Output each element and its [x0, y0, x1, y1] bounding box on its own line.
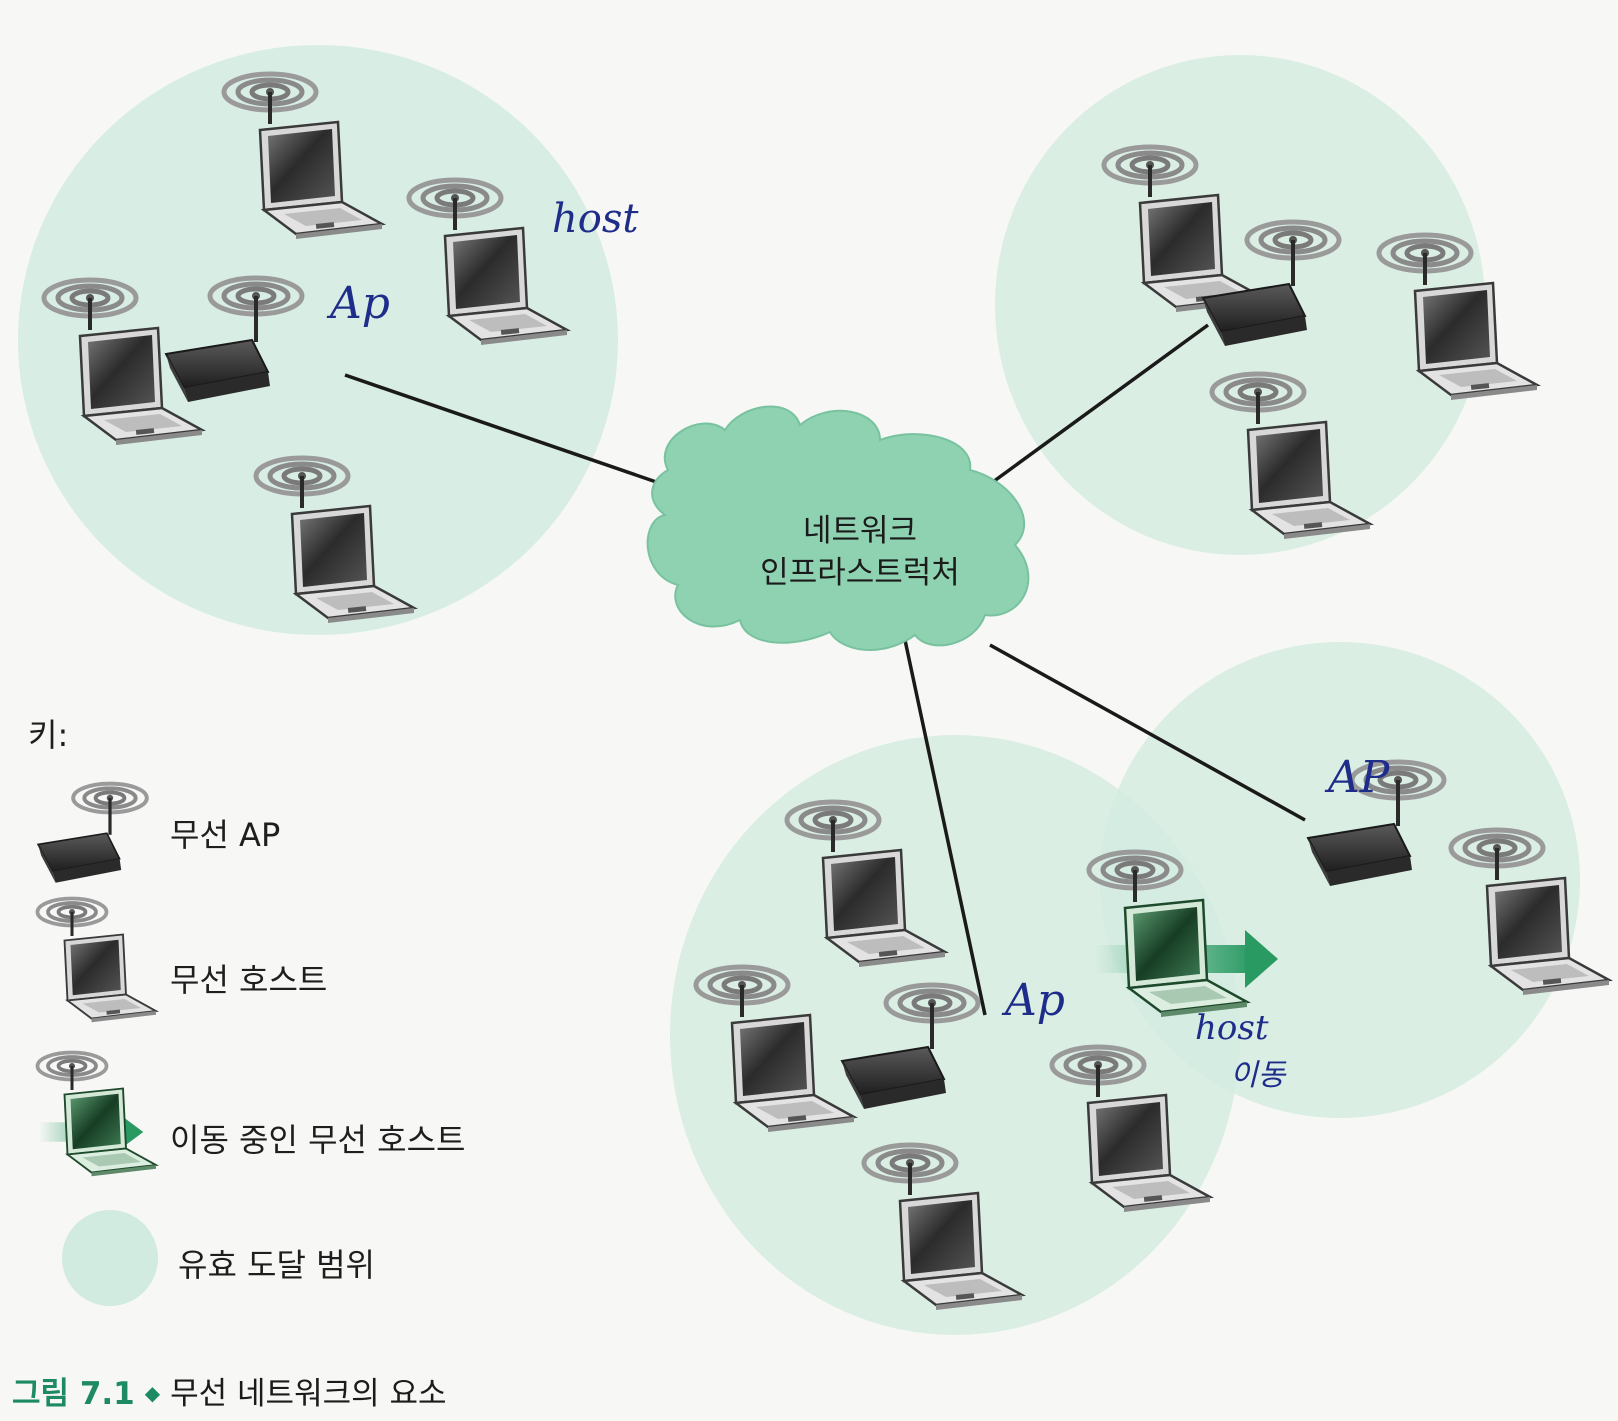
legend-coverage-label: 유효 도달 범위	[178, 1246, 375, 1284]
legend-mobile-host-icon	[38, 1053, 157, 1177]
figure-caption: 그림 7.1 ◆ 무선 네트워크의 요소	[12, 1368, 447, 1413]
caption-separator: ◆	[144, 1381, 161, 1405]
annotation-ap-bottom-center: Ap	[1005, 975, 1065, 1026]
annotation-ap-top-left: Ap	[330, 278, 390, 329]
link-top-left	[344, 373, 666, 487]
link-top-right	[973, 323, 1210, 497]
legend-host-label: 무선 호스트	[170, 961, 328, 999]
legend-title: 키:	[28, 716, 69, 754]
legend-coverage-icon	[62, 1210, 158, 1306]
annotation-ap-bottom-right: AP	[1328, 752, 1390, 803]
legend-mobile-host-label: 이동 중인 무선 호스트	[170, 1121, 466, 1159]
cloud-label-line1: 네트워크	[802, 513, 918, 549]
annotation-host-move-1: host	[1195, 1008, 1269, 1048]
link-bottom-center	[903, 639, 987, 1016]
annotation-host-top: host	[552, 196, 639, 242]
cloud-label: 네트워크 인프라스트럭처	[710, 510, 1010, 594]
network-links	[344, 323, 1306, 1016]
legend-ap-icon	[38, 784, 147, 883]
network-infrastructure-cloud	[646, 405, 1030, 651]
legend-host-icon	[38, 899, 157, 1023]
legend-ap-label: 무선 AP	[170, 816, 281, 854]
figure-number: 그림 7.1	[12, 1376, 135, 1412]
cloud-label-line2: 인프라스트럭처	[760, 555, 960, 591]
caption-text: 무선 네트워크의 요소	[170, 1376, 447, 1412]
link-bottom-right	[989, 643, 1306, 822]
annotation-host-move-2: 이동	[1230, 1058, 1286, 1093]
mobile-host	[1089, 852, 1278, 1017]
